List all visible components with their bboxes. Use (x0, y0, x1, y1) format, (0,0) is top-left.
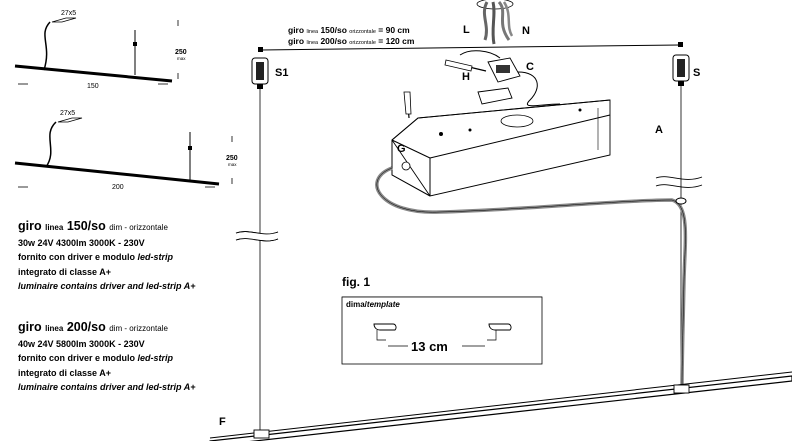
label-C: C (526, 61, 534, 73)
label-A: A (655, 124, 663, 136)
driver-box (391, 99, 611, 197)
spec-block-150: giro linea 150/so dim - orizzontale 30w … (18, 219, 258, 294)
label-S1: S1 (275, 67, 288, 79)
profile-clamp-right (673, 384, 690, 394)
spec-title: giro linea 200/so dim - orizzontale (18, 320, 168, 334)
connector-size-label: 27x5 (61, 10, 76, 17)
label-H: H (462, 71, 470, 83)
small-diagram-200: 27x5 250 max 200 (14, 110, 238, 191)
spec-block-200: giro linea 200/so dim - orizzontale 40w … (18, 320, 258, 395)
ceiling-canopy-S1 (251, 57, 269, 89)
mains-wires (476, 0, 514, 45)
spec-english: luminaire contains driver and led-strip … (18, 281, 196, 291)
label-N: N (522, 25, 530, 37)
led-profile (209, 371, 792, 441)
spacing-dimension-line (260, 44, 681, 51)
spec-class: integrato di classe A+ (18, 266, 111, 277)
cable-gripper (188, 146, 192, 150)
height-note: max (228, 162, 237, 167)
profile-bar (14, 64, 173, 83)
small-diagram-150: 27x5 250 max 150 (14, 10, 187, 90)
spec-class: integrato di classe A+ (18, 367, 111, 378)
profile-clamp-left (253, 429, 270, 439)
profile-bar (14, 161, 220, 186)
cable-break-right (655, 176, 703, 188)
cable-gripper (133, 42, 137, 46)
terminal-block (459, 50, 561, 107)
screwdriver-icon (403, 91, 412, 119)
label-G: G (397, 143, 406, 155)
spacing-row-150: giro linea 150/so orizzontale = 90 cm (288, 25, 410, 35)
template-hole-left (373, 323, 397, 341)
template-label: dima/template (346, 300, 400, 309)
length-label: 150 (87, 83, 99, 90)
spec-title: giro linea 150/so dim - orizzontale (18, 219, 168, 233)
ceiling-canopy-S (672, 54, 690, 86)
label-L: L (463, 24, 470, 36)
label-S: S (693, 67, 700, 79)
screwdriver-icon (444, 59, 487, 72)
label-F: F (219, 416, 226, 428)
connector-size-label: 27x5 (60, 110, 75, 117)
spec-driver: fornito con driver e modulo led-strip (18, 252, 174, 262)
driver-connector (477, 87, 513, 105)
spec-english: luminaire contains driver and led-strip … (18, 382, 196, 392)
spacing-row-200: giro linea 200/so orizzontale = 120 cm (288, 36, 415, 46)
ceiling-plate (51, 17, 77, 23)
height-label: 250 (226, 155, 238, 162)
template-distance: 13 cm (411, 339, 448, 354)
figure-caption: fig. 1 (342, 275, 370, 289)
template-hole-right (487, 323, 512, 341)
spec-power: 40w 24V 5800lm 3000K - 230V (18, 338, 145, 349)
power-cable (43, 21, 51, 71)
spec-power: 30w 24V 4300lm 3000K - 230V (18, 237, 145, 248)
height-note: max (177, 56, 186, 61)
template-frame (341, 296, 543, 365)
length-label: 200 (112, 184, 124, 191)
power-cable (45, 121, 57, 168)
ceiling-plate (57, 117, 83, 123)
spec-driver: fornito con driver e modulo led-strip (18, 353, 174, 363)
height-label: 250 (175, 49, 187, 56)
